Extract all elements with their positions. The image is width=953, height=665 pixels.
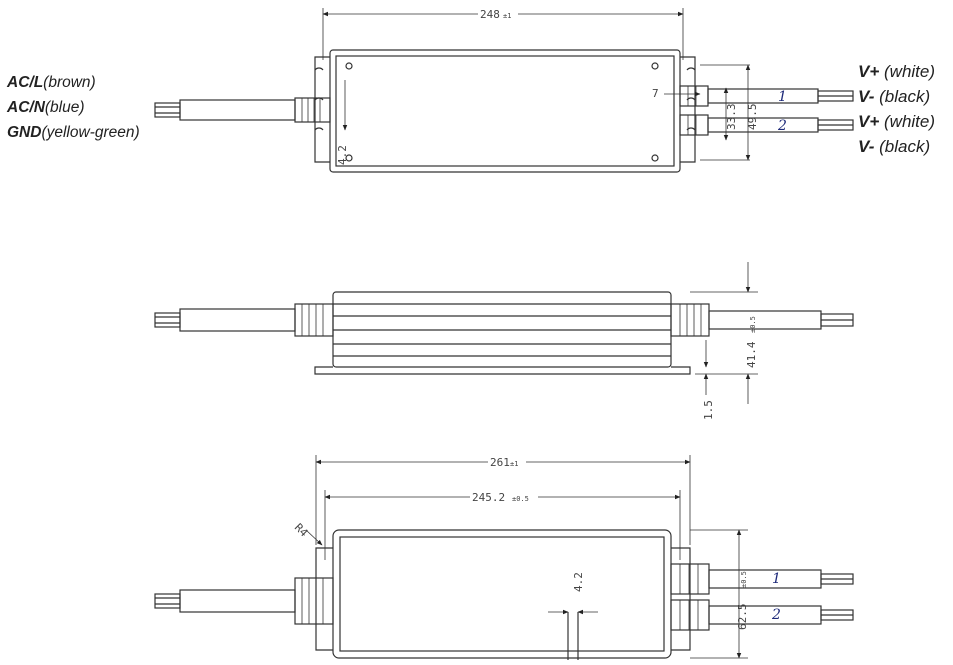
channel-label-2: 2	[777, 118, 787, 134]
dim-width: 62.5	[736, 604, 749, 631]
wire-label-vplus-1: V+ (white)	[858, 62, 936, 81]
wire-label-vplus-2: V+ (white)	[858, 112, 936, 131]
dim-cable-pitch: 7	[652, 87, 659, 100]
dim-flange: 1.5	[702, 400, 715, 420]
dim-mount-pitch: 245.2	[472, 491, 505, 504]
dim-total-length: 261	[490, 456, 510, 469]
wire-label-vminus-2: V- (black)	[858, 137, 931, 156]
dim-inner-span: 33.3	[725, 104, 738, 131]
bottom-view	[154, 529, 854, 660]
wire-label-gnd: GND(yellow-green)	[7, 124, 140, 141]
dim-outer-span: 49.5	[746, 104, 759, 131]
channel-label-1: 1	[778, 89, 787, 105]
side-view	[154, 291, 854, 375]
dim-corner-radius: R4	[292, 521, 311, 540]
channel-label-1-bottom: 1	[772, 571, 781, 587]
dim-hole-offset: 4.2	[336, 145, 349, 165]
dim-mount-pitch-tol: ±0.5	[512, 495, 529, 503]
dim-slot-width: 4.2	[572, 572, 585, 592]
dim-total-length-tol: ±1	[510, 460, 518, 468]
dim-width-tol: ±0.5	[740, 571, 748, 588]
dim-height: 41.4	[745, 341, 758, 368]
wire-label-ac-l: AC/L(brown)	[7, 74, 96, 91]
channel-label-2-bottom: 2	[771, 607, 781, 623]
dim-top-length-tol: ±1	[503, 12, 511, 20]
dim-top-length: 248	[480, 8, 500, 21]
wire-label-vminus-1: V- (black)	[858, 87, 931, 106]
wire-label-ac-n: AC/N(blue)	[7, 99, 85, 116]
dim-height-tol: ±0.5	[749, 316, 757, 333]
